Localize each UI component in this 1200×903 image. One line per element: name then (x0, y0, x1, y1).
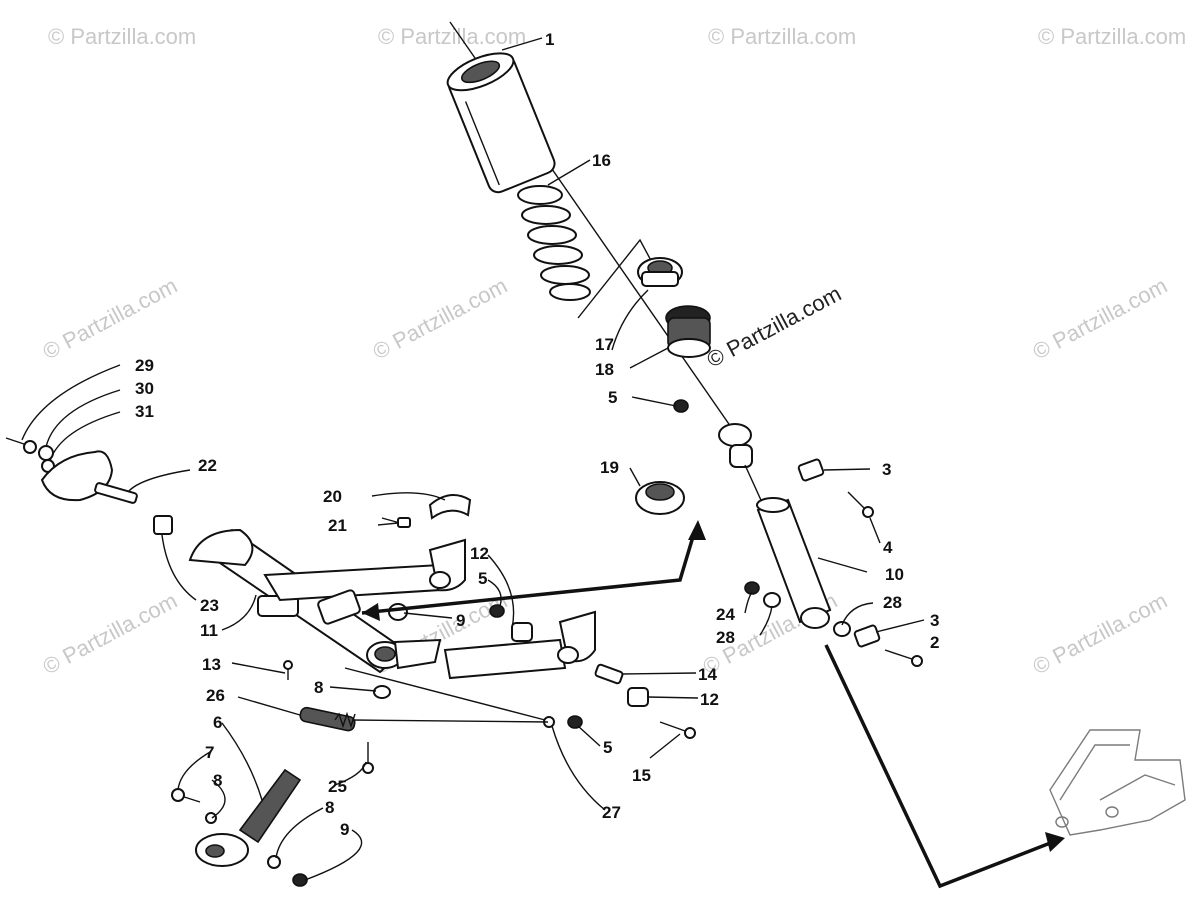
part-spacer (853, 624, 881, 648)
callout-label: 24 (716, 605, 735, 624)
part-washer (373, 685, 391, 699)
part-bracket-plate (40, 450, 114, 502)
watermark: © Partzilla.com (1029, 588, 1172, 680)
part-grease-fitting (283, 660, 293, 680)
callout-label: 3 (882, 460, 891, 479)
callout-label: 15 (632, 766, 651, 785)
callout-label: 4 (883, 538, 893, 557)
callout-label: 28 (883, 593, 902, 612)
callout-label: 12 (700, 690, 719, 709)
part-spacer (797, 458, 825, 482)
callout-label: 1 (545, 30, 554, 49)
callout-label: 18 (595, 360, 614, 379)
part-spring (517, 185, 591, 301)
callout-label: 16 (592, 151, 611, 170)
part-washer (267, 855, 281, 869)
watermark: © Partzilla.com (39, 273, 182, 365)
callout-label: 11 (200, 621, 218, 640)
direction-arrows (361, 520, 1065, 889)
part-bushing (511, 622, 533, 642)
callout-label: 3 (930, 611, 939, 630)
part-adjuster (665, 305, 711, 358)
watermark: © Partzilla.com (378, 24, 526, 49)
part-nut (292, 873, 308, 887)
part-washer (205, 812, 217, 824)
callout-label: 8 (314, 678, 323, 697)
callout-label: 7 (205, 743, 214, 762)
arrow-to-shock (361, 529, 697, 615)
callout-label: 10 (885, 565, 904, 584)
callout-label: 9 (340, 820, 349, 839)
part-nut (388, 603, 408, 621)
callout-label: 5 (608, 388, 617, 407)
part-bushing (153, 515, 173, 535)
part-retainer (637, 257, 683, 287)
watermark: © Partzilla.com (708, 24, 856, 49)
part-bolt (659, 721, 696, 739)
callout-label: 5 (603, 738, 612, 757)
callout-label: 19 (600, 458, 619, 477)
part-arm-tube (188, 528, 442, 674)
callout-label: 20 (323, 487, 342, 506)
part-nut (567, 715, 583, 729)
leader-lines (21, 37, 925, 881)
part-bolt (171, 788, 201, 803)
callout-label: 12 (470, 544, 489, 563)
part-pin (94, 482, 138, 504)
part-boot (446, 52, 556, 194)
part-bumper (635, 481, 685, 515)
part-nut (673, 399, 689, 413)
part-cross-arms (263, 538, 596, 680)
arrowhead (362, 603, 380, 621)
part-spacer-tube (594, 663, 624, 685)
callout-label: 22 (198, 456, 217, 475)
part-bushing (627, 687, 649, 707)
callout-label: 6 (213, 713, 222, 732)
part-bolt (884, 649, 923, 667)
part-bolt (847, 491, 874, 518)
callout-label: 8 (213, 771, 222, 790)
callout-labels: 1 16 17 18 5 19 3 4 10 3 28 2 24 28 29 3… (135, 30, 939, 839)
callout-label: 31 (135, 402, 154, 421)
callout-label: 2 (930, 633, 939, 652)
arrow-to-bracket (824, 644, 1059, 889)
callout-label: 29 (135, 356, 154, 375)
part-nut (744, 581, 760, 595)
callout-label: 8 (325, 798, 334, 817)
parts-layer (5, 21, 1186, 887)
watermark: © Partzilla.com (1029, 273, 1172, 365)
callout-label: 28 (716, 628, 735, 647)
callout-label: 21 (328, 516, 347, 535)
part-washer (833, 621, 851, 637)
part-lower-arm (195, 768, 302, 867)
callout-label: 5 (478, 569, 487, 588)
arrowhead (1045, 832, 1065, 852)
callout-label: 27 (602, 803, 621, 822)
part-clamp (428, 494, 472, 520)
part-bolt (362, 742, 374, 774)
watermark: © Partzilla.com (1038, 24, 1186, 49)
callout-label: 17 (595, 335, 614, 354)
watermark: © Partzilla.com (39, 588, 182, 680)
callout-label: 23 (200, 596, 219, 615)
callout-label: 14 (698, 665, 717, 684)
part-rear-bracket (1049, 729, 1186, 836)
callout-label: 30 (135, 379, 154, 398)
part-linkage-spring (299, 706, 356, 732)
watermark: © Partzilla.com (48, 24, 196, 49)
watermark-main: © Partzilla.com (703, 281, 846, 373)
arrowhead (688, 520, 706, 540)
callout-label: 26 (206, 686, 225, 705)
callout-label: 25 (328, 777, 347, 796)
callout-label: 9 (456, 611, 465, 630)
part-screw (381, 517, 411, 528)
part-nut (489, 604, 505, 618)
callout-label: 13 (202, 655, 221, 674)
part-shock (718, 423, 832, 629)
part-washer (763, 592, 781, 608)
watermark: © Partzilla.com (369, 273, 512, 365)
